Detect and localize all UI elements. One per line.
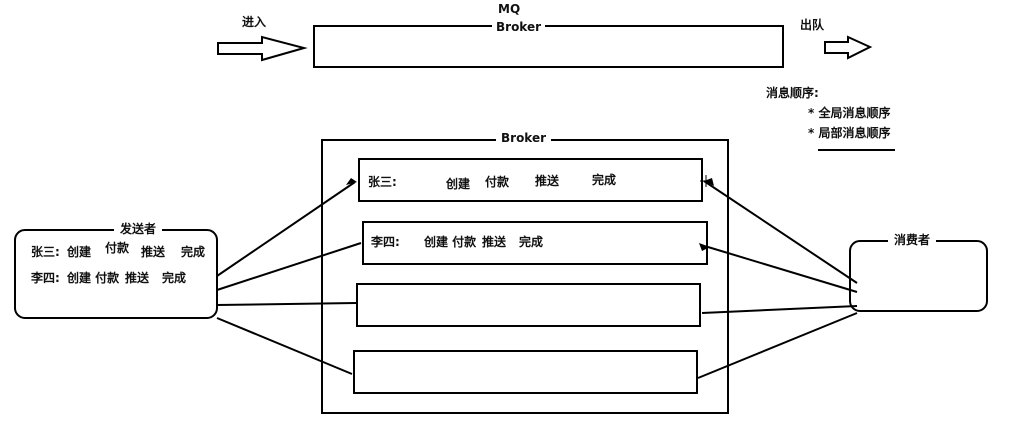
queue2-arrowhead-icon <box>699 243 710 251</box>
top-broker-label: Broker <box>492 20 546 34</box>
queue1-step: 付款 <box>485 175 510 189</box>
sender-row2-step: 推送 <box>125 271 150 285</box>
queue3-to-consumer-line <box>701 305 858 314</box>
mq-broker-bar <box>313 25 784 68</box>
consumer-label: 消费者 <box>888 233 937 247</box>
queue1-step: 创建 <box>446 177 471 191</box>
sender-to-queue3-line <box>216 302 357 306</box>
queue-3 <box>356 283 701 327</box>
queue1-out-arrowhead-icon <box>704 178 714 186</box>
sender-row2-name: 李四: <box>31 271 60 285</box>
queue4-to-consumer-line <box>697 312 858 379</box>
queue2-to-consumer-line <box>707 246 858 293</box>
queue1-name: 张三: <box>368 175 397 189</box>
queue1-step: 推送 <box>535 174 560 188</box>
order-item-global: * 全局消息顺序 <box>808 106 891 120</box>
sender-row2-step: 完成 <box>162 271 187 285</box>
sender-row2-step: 创建 付款 <box>67 271 120 285</box>
order-item-local: * 局部消息顺序 <box>808 126 891 140</box>
queue2-name: 李四: <box>371 235 400 249</box>
queue-1 <box>358 158 703 202</box>
broker-label: Broker <box>496 131 552 145</box>
queue-2 <box>362 221 708 265</box>
order-title: 消息顺序: <box>766 86 819 100</box>
consumer-box <box>849 240 988 312</box>
enter-arrow-icon <box>217 35 308 62</box>
enter-label: 进入 <box>242 15 267 29</box>
sender-row1-step: 付款 <box>105 241 130 255</box>
queue1-step: 完成 <box>592 173 617 187</box>
sender-row1-step: 创建 <box>67 245 92 259</box>
sender-to-queue1-line <box>216 181 356 277</box>
queue1-arrowhead-icon <box>346 178 357 185</box>
queue2-step: 完成 <box>519 235 544 249</box>
exit-arrow-icon <box>824 35 873 60</box>
queue-4 <box>353 350 698 394</box>
sender-row1-step: 完成 <box>181 245 206 259</box>
exit-label: 出队 <box>800 18 825 32</box>
crosshair-icon <box>700 175 712 187</box>
sender-to-queue2-line <box>216 242 362 291</box>
sender-row1-name: 张三: <box>31 245 60 259</box>
mq-label: MQ <box>498 2 521 16</box>
queue2-step: 推送 <box>482 235 507 249</box>
sender-row1-step: 推送 <box>141 245 166 259</box>
sender-to-queue4-line <box>216 317 353 375</box>
sender-label: 发送者 <box>114 222 163 236</box>
queue2-step: 创建 付款 <box>424 235 477 249</box>
queue1-to-consumer-line <box>703 180 858 284</box>
